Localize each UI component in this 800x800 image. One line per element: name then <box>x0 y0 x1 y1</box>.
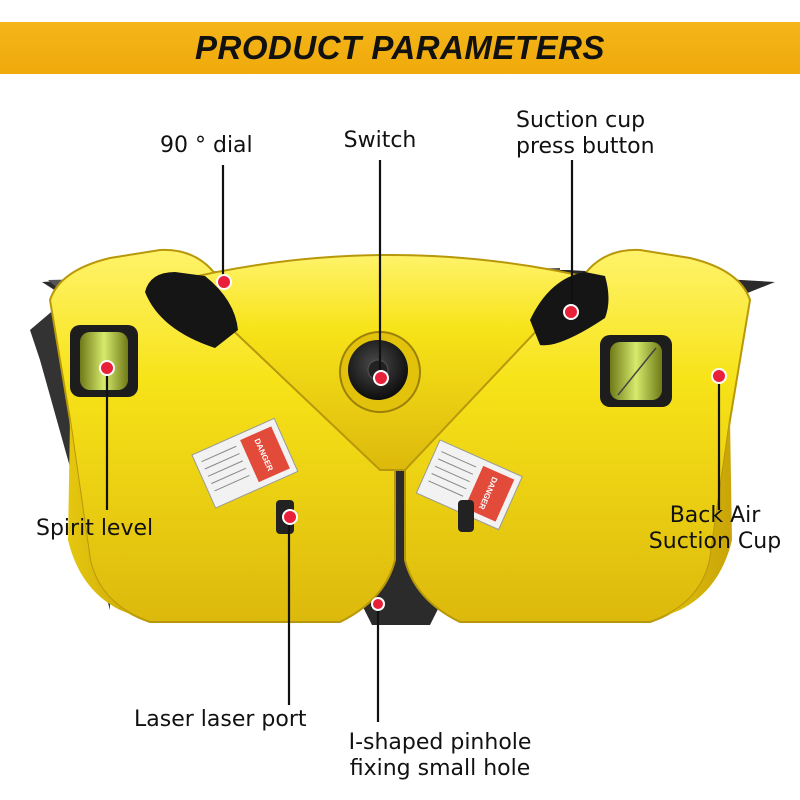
marker-back-cup <box>711 368 727 384</box>
right-laser-warning-label: DANGER <box>415 439 523 531</box>
label-back-cup-line1: Back Air <box>669 503 761 528</box>
leader-lines <box>105 160 721 722</box>
marker-dial <box>216 274 232 290</box>
marker-pinhole <box>371 597 385 611</box>
marker-switch <box>373 370 389 386</box>
right-laser-port <box>458 500 474 532</box>
right-spirit-level-vial <box>600 335 672 407</box>
marker-spirit-level <box>99 360 115 376</box>
label-laser-port: Laser laser port <box>134 707 307 732</box>
label-back-cup-line2: Suction Cup <box>648 529 782 554</box>
label-dial: 90 ° dial <box>160 133 253 158</box>
label-suction-button-line1: Suction cup <box>516 108 646 133</box>
label-switch: Switch <box>343 128 417 153</box>
header-banner: PRODUCT PARAMETERS <box>0 22 800 74</box>
laser-warning-icon: DANGER <box>191 417 299 509</box>
callout-markers <box>99 274 727 611</box>
label-pinhole-line2: fixing small hole <box>349 756 531 781</box>
page-title: PRODUCT PARAMETERS <box>195 29 605 66</box>
label-pinhole-line1: I-shaped pinhole <box>348 730 532 755</box>
label-spirit-level: Spirit level <box>36 516 154 541</box>
left-press-button <box>145 272 238 348</box>
marker-laser-port <box>282 509 298 525</box>
marker-suction-button <box>563 304 579 320</box>
label-suction-button-line2: press button <box>516 134 655 159</box>
